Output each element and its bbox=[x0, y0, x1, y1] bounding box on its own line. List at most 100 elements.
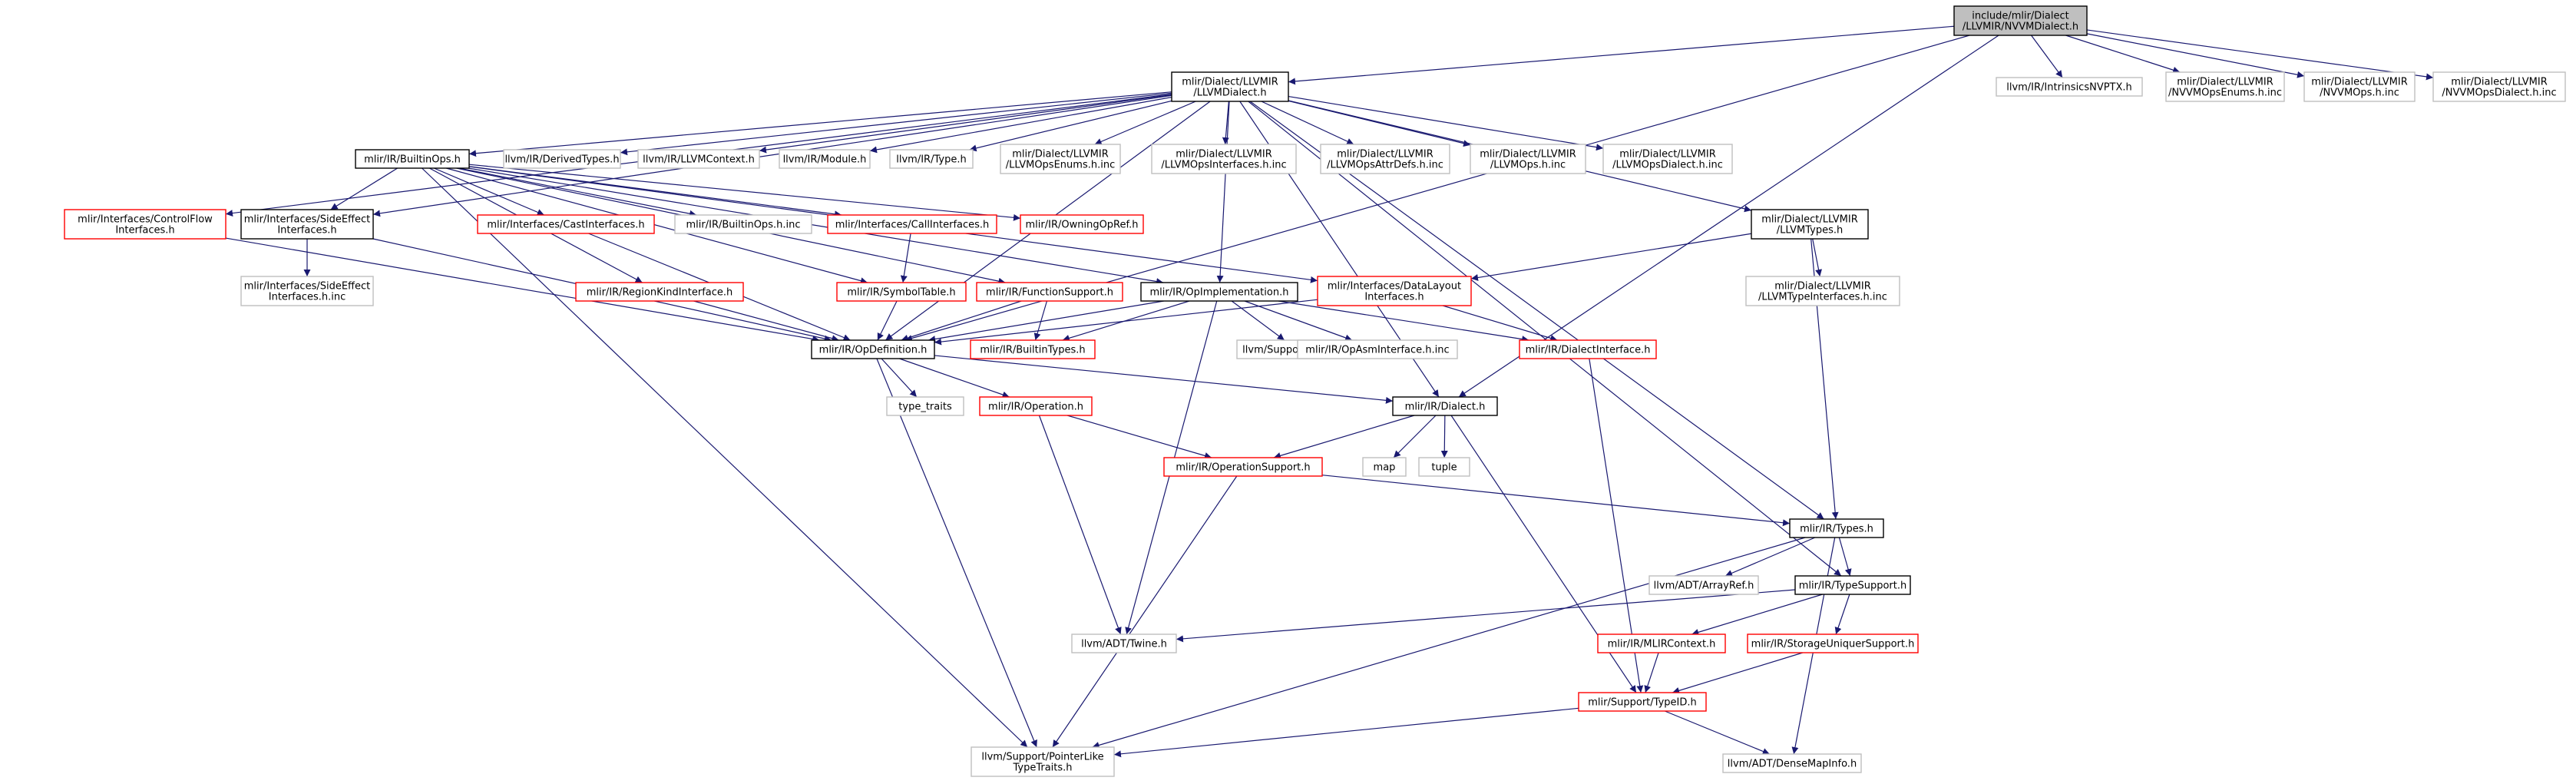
node-box bbox=[811, 339, 935, 359]
node-label-line: mlir/IR/OpImplementation.h bbox=[1150, 287, 1289, 299]
node-label-line: llvm/ADT/DenseMapInfo.h bbox=[1728, 759, 1857, 770]
node-function-support[interactable]: mlir/IR/FunctionSupport.h bbox=[976, 282, 1123, 302]
edge-dialect-to-tuple bbox=[1440, 415, 1448, 458]
node-label-line: /LLVMOps.h.inc bbox=[1490, 160, 1566, 171]
node-operation-support[interactable]: mlir/IR/OperationSupport.h bbox=[1163, 457, 1323, 477]
edge-op-definition-to-operation bbox=[899, 358, 1010, 399]
edge-type-id-to-dense-map-info bbox=[1665, 710, 1770, 755]
node-nvvm-ops-enums: mlir/Dialect/LLVMIR/NVVMOpsEnums.h.inc bbox=[2165, 71, 2285, 102]
node-label-line: mlir/Dialect/LLVMIR bbox=[1012, 149, 1108, 160]
node-type-support[interactable]: mlir/IR/TypeSupport.h bbox=[1794, 575, 1911, 595]
edge-op-implementation-to-smloc bbox=[1231, 300, 1285, 341]
edge-builtin-ops-to-builtin-ops-inc bbox=[458, 167, 697, 217]
edge-llvm-dialect-to-sideeffect-if bbox=[372, 94, 1172, 217]
node-box bbox=[889, 149, 974, 169]
node-box bbox=[1000, 144, 1121, 174]
node-label-line: /NVVMOpsEnums.h.inc bbox=[2168, 88, 2282, 99]
edge-nvvm-dialect-to-intrinsics-nvptx bbox=[2031, 35, 2063, 78]
edge-nvvm-dialect-to-nvvm-ops-dialect bbox=[2086, 29, 2434, 81]
edge-call-if-to-symbol-table bbox=[900, 233, 911, 283]
node-llvm-types[interactable]: mlir/Dialect/LLVMIR/LLVMTypes.h bbox=[1751, 209, 1869, 240]
node-box bbox=[970, 339, 1096, 359]
edge-llvm-dialect-to-llvm-type bbox=[969, 100, 1172, 152]
node-label-line: mlir/IR/OperationSupport.h bbox=[1176, 462, 1310, 474]
node-builtin-types[interactable]: mlir/IR/BuiltinTypes.h bbox=[970, 339, 1096, 359]
node-llvm-ops-dialect: mlir/Dialect/LLVMIR/LLVMOpsDialect.h.inc bbox=[1602, 144, 1733, 174]
node-intrinsics-nvptx: llvm/IR/IntrinsicsNVPTX.h bbox=[1996, 77, 2143, 97]
node-type-id[interactable]: mlir/Support/TypeID.h bbox=[1578, 692, 1707, 712]
edge-builtin-ops-to-owning-opref bbox=[468, 164, 1021, 221]
node-mlir-context[interactable]: mlir/IR/MLIRContext.h bbox=[1597, 633, 1726, 653]
node-derived-types: llvm/IR/DerivedTypes.h bbox=[503, 149, 621, 169]
node-box bbox=[637, 149, 760, 169]
node-label-line: /LLVMOpsEnums.h.inc bbox=[1006, 160, 1115, 171]
node-box bbox=[1320, 144, 1450, 174]
node-label-line: mlir/IR/BuiltinTypes.h bbox=[980, 345, 1085, 356]
node-owning-opref[interactable]: mlir/IR/OwningOpRef.h bbox=[1020, 214, 1144, 234]
node-operation[interactable]: mlir/IR/Operation.h bbox=[979, 396, 1093, 416]
edge-llvm-dialect-to-llvm-ops-dialect bbox=[1288, 95, 1604, 151]
node-label-line: llvm/IR/Module.h bbox=[783, 154, 867, 166]
node-ir-types[interactable]: mlir/IR/Types.h bbox=[1789, 518, 1884, 538]
node-op-definition[interactable]: mlir/IR/OpDefinition.h bbox=[811, 339, 935, 359]
edge-llvm-dialect-to-llvm-module bbox=[869, 96, 1172, 154]
edge-llvm-types-to-datalayout-if bbox=[1470, 233, 1752, 281]
node-label-line: mlir/IR/Operation.h bbox=[988, 402, 1083, 413]
node-box bbox=[2303, 71, 2416, 102]
node-box bbox=[1297, 339, 1458, 359]
node-box bbox=[1470, 144, 1586, 174]
node-box bbox=[1996, 77, 2143, 97]
node-llvm-type-interfaces: mlir/Dialect/LLVMIR/LLVMTypeInterfaces.h… bbox=[1745, 276, 1900, 306]
node-llvm-dialect[interactable]: mlir/Dialect/LLVMIR/LLVMDialect.h bbox=[1171, 71, 1289, 102]
node-builtin-ops[interactable]: mlir/IR/BuiltinOps.h bbox=[355, 149, 470, 169]
node-nvvm-ops-inc: mlir/Dialect/LLVMIR/NVVMOps.h.inc bbox=[2303, 71, 2416, 102]
edge-dialect-to-map bbox=[1393, 415, 1437, 458]
edge-llvm-dialect-to-type-support bbox=[1248, 101, 1842, 577]
edge-dialect-to-operation-support bbox=[1273, 415, 1415, 459]
node-label-line: mlir/IR/DialectInterface.h bbox=[1526, 345, 1651, 356]
node-box bbox=[1362, 457, 1407, 477]
node-label-line: llvm/IR/LLVMContext.h bbox=[643, 154, 755, 166]
node-dialect-interface[interactable]: mlir/IR/DialectInterface.h bbox=[1519, 339, 1657, 359]
edge-type-support-to-twine bbox=[1176, 589, 1796, 643]
node-label-line: mlir/Dialect/LLVMIR bbox=[2177, 77, 2273, 88]
node-storage-uniquer[interactable]: mlir/IR/StorageUniquerSupport.h bbox=[1747, 633, 1919, 653]
node-nvvm-ops-dialect: mlir/Dialect/LLVMIR/NVVMOpsDialect.h.inc bbox=[2432, 71, 2566, 102]
node-llvm-ops-enums: mlir/Dialect/LLVMIR/LLVMOpsEnums.h.inc bbox=[1000, 144, 1121, 174]
node-op-implementation[interactable]: mlir/IR/OpImplementation.h bbox=[1140, 282, 1298, 302]
node-label-line: mlir/IR/StorageUniquerSupport.h bbox=[1751, 639, 1915, 650]
node-llvm-ops-inc: mlir/Dialect/LLVMIR/LLVMOps.h.inc bbox=[1470, 144, 1586, 174]
node-call-if[interactable]: mlir/Interfaces/CallInterfaces.h bbox=[827, 214, 997, 234]
node-cast-if[interactable]: mlir/Interfaces/CastInterfaces.h bbox=[477, 214, 655, 234]
edge-builtin-ops-to-op-implementation bbox=[468, 167, 1164, 285]
node-nvvm-dialect[interactable]: include/mlir/Dialect/LLVMIR/NVVMDialect.… bbox=[1953, 5, 2088, 36]
edge-llvm-dialect-to-llvm-ops-enums bbox=[1094, 101, 1196, 145]
node-label-line: mlir/Dialect/LLVMIR bbox=[1337, 149, 1433, 160]
node-box bbox=[1648, 575, 1759, 595]
node-label-line: mlir/Interfaces/CallInterfaces.h bbox=[835, 220, 990, 231]
node-label-line: mlir/IR/SymbolTable.h bbox=[847, 287, 955, 299]
node-label-line: mlir/Interfaces/CastInterfaces.h bbox=[487, 220, 644, 231]
node-region-kind-if[interactable]: mlir/IR/RegionKindInterface.h bbox=[575, 282, 744, 302]
node-label-line: mlir/IR/FunctionSupport.h bbox=[986, 287, 1113, 299]
node-twine: llvm/ADT/Twine.h bbox=[1071, 633, 1177, 653]
node-label-line: /LLVMOpsInterfaces.h.inc bbox=[1161, 160, 1286, 171]
edge-controlflow-if-to-op-definition bbox=[225, 237, 820, 342]
node-box bbox=[1020, 214, 1144, 234]
edge-op-definition-to-dialect bbox=[934, 355, 1394, 404]
node-symbol-table[interactable]: mlir/IR/SymbolTable.h bbox=[836, 282, 967, 302]
node-box bbox=[1722, 753, 1862, 773]
node-label-line: Interfaces.h bbox=[277, 225, 336, 237]
node-box bbox=[1151, 144, 1297, 174]
node-box bbox=[2165, 71, 2285, 102]
edge-llvm-dialect-to-llvm-ops-interfaces bbox=[1222, 101, 1229, 145]
edge-builtin-ops-to-pointer-like bbox=[422, 167, 1028, 748]
node-builtin-ops-inc: mlir/IR/BuiltinOps.h.inc bbox=[674, 214, 812, 234]
node-dialect[interactable]: mlir/IR/Dialect.h bbox=[1392, 396, 1498, 416]
node-box bbox=[1163, 457, 1323, 477]
